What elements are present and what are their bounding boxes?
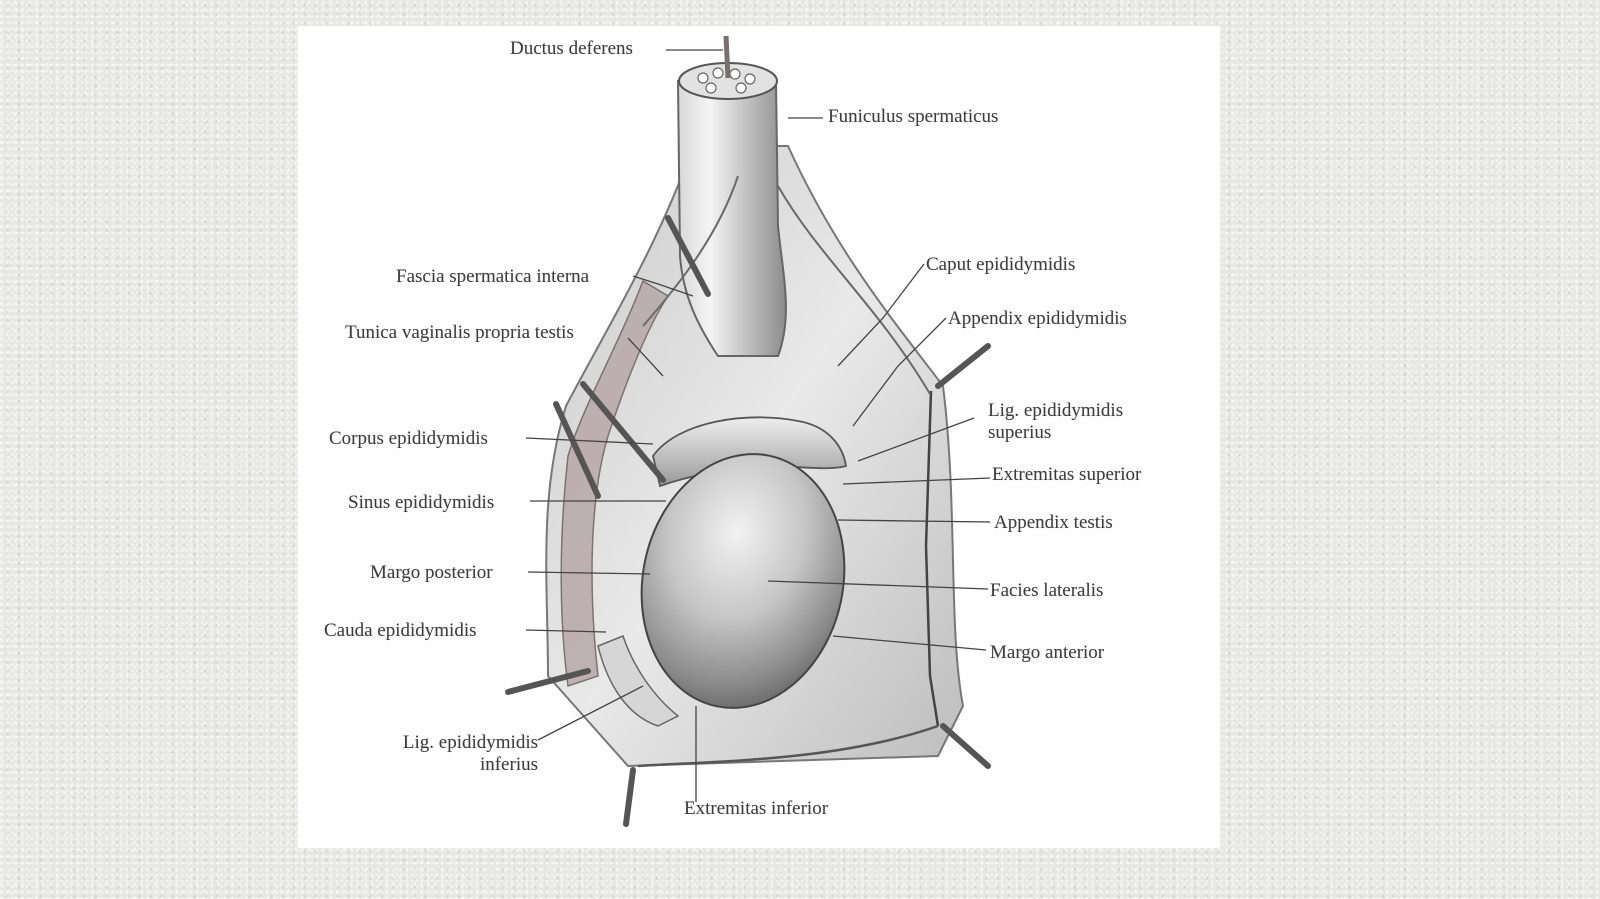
label-margo-posterior: Margo posterior — [370, 562, 493, 583]
label-lig-epididymidis-inferius-line1: Lig. epididymidis — [402, 732, 538, 753]
testis-anatomy-illustration — [505, 35, 991, 827]
label-facies-lateralis: Facies lateralis — [990, 580, 1104, 601]
label-extremitas-superior: Extremitas superior — [992, 464, 1142, 485]
ductus-deferens-stem — [723, 35, 731, 79]
label-cauda-epididymidis: Cauda epididymidis — [324, 620, 477, 641]
leader-lines — [525, 49, 991, 802]
label-lig-epididymidis-inferius-line2: inferius — [479, 754, 538, 775]
fascia-left-layer — [560, 279, 670, 687]
label-funiculus-spermaticus: Funiculus spermaticus — [828, 106, 999, 127]
fascia-flap-left — [642, 175, 739, 327]
label-appendix-epididymidis: Appendix epididymidis — [948, 308, 1127, 329]
label-corpus-epididymidis: Corpus epididymidis — [329, 428, 488, 449]
label-margo-anterior: Margo anterior — [990, 642, 1105, 663]
epididymis-tail — [597, 635, 680, 727]
label-appendix-testis: Appendix testis — [994, 512, 1113, 533]
cord-vessel-sections — [697, 67, 756, 94]
label-fascia-spermatica-interna: Fascia spermatica interna — [396, 266, 590, 287]
retractor-hooks — [505, 215, 991, 827]
label-extremitas-inferior: Extremitas inferior — [684, 798, 829, 819]
label-ductus-deferens: Ductus deferens — [510, 38, 633, 59]
label-lig-epididymidis-superius-line2: superius — [988, 422, 1052, 443]
label-sinus-epididymidis: Sinus epididymidis — [348, 492, 495, 513]
spermatic-cord — [676, 80, 787, 357]
label-tunica-vaginalis: Tunica vaginalis propria testis — [345, 322, 574, 343]
label-lig-epididymidis-superius-line1: Lig. epididymidis — [988, 400, 1124, 421]
sac-right-border — [924, 390, 940, 727]
label-lig-epididymidis-superius: Lig. epididymidis superius — [988, 400, 1123, 444]
fascia-flap-right — [777, 185, 931, 395]
testis — [640, 453, 846, 709]
figure-plate: Ductus deferens Funiculus spermaticus Fa… — [298, 26, 1220, 848]
label-caput-epididymidis: Caput epididymidis — [926, 254, 1076, 275]
sac-lower-border — [637, 724, 939, 768]
label-lig-epididymidis-inferius: Lig. epididymidis inferius — [378, 732, 538, 776]
